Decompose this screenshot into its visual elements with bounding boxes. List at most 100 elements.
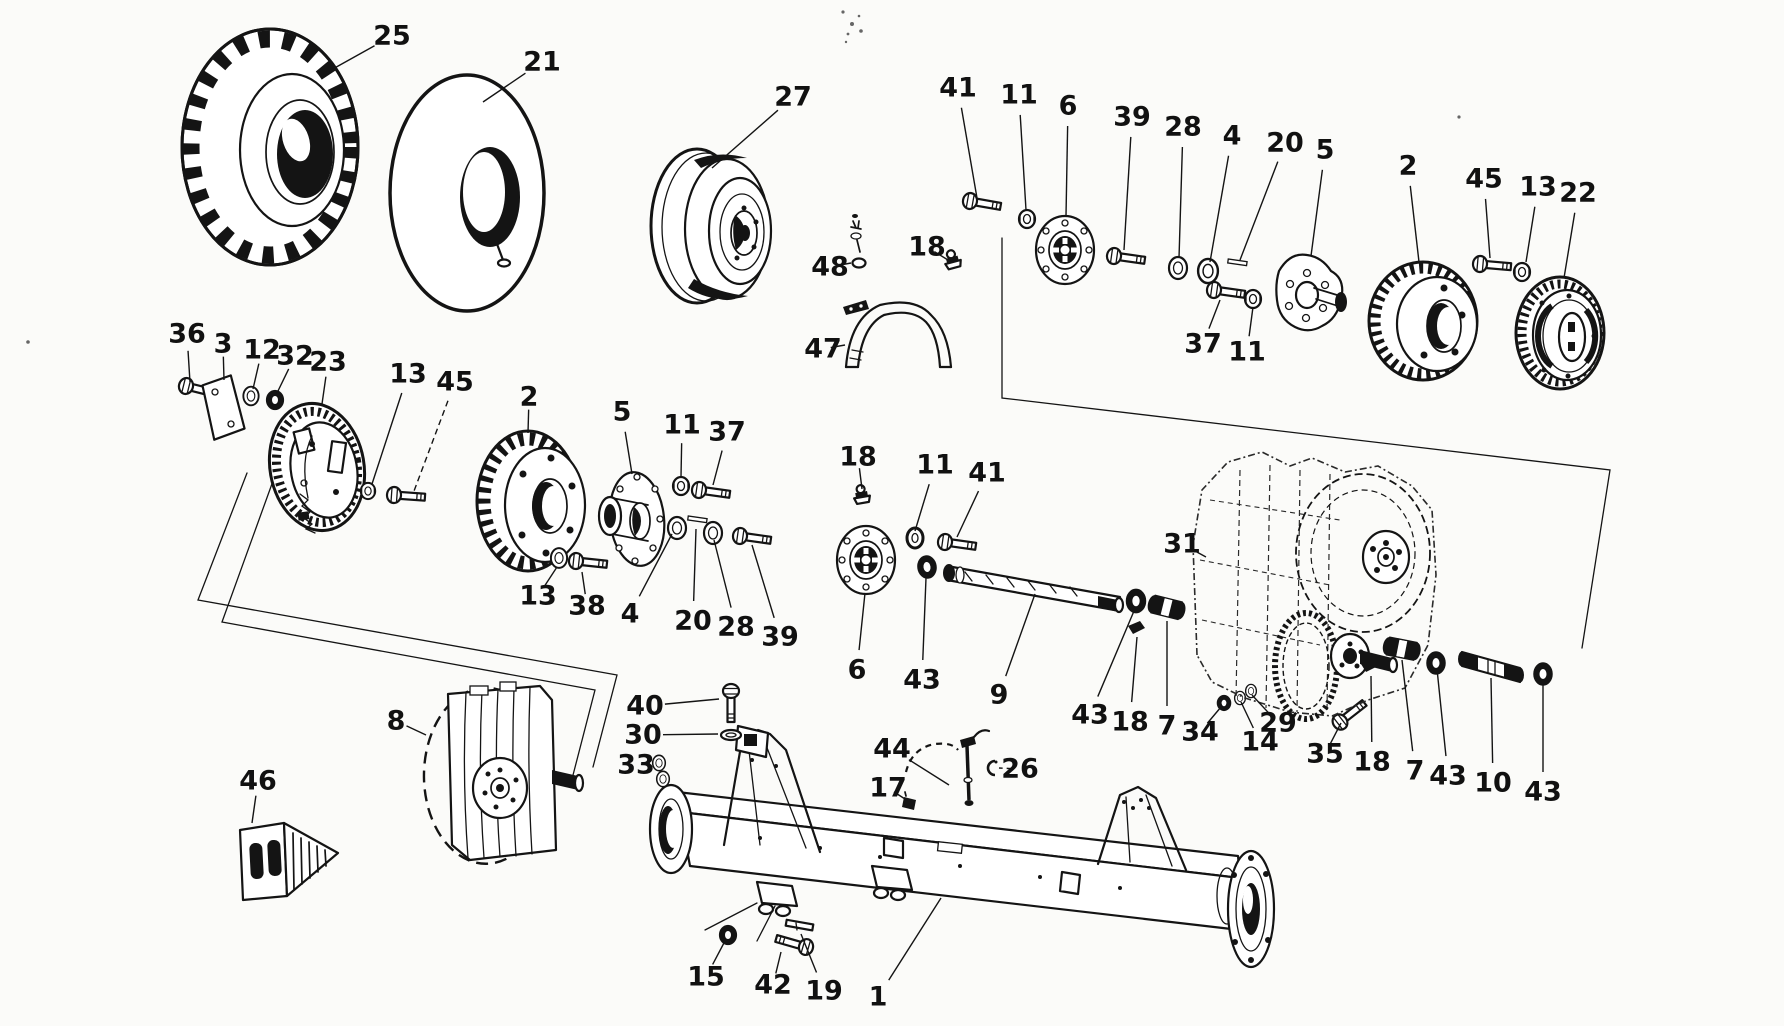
leader-line-45: [1484, 198, 1491, 259]
part-label-18: 18: [1353, 747, 1391, 778]
stud-19: [784, 918, 815, 932]
bolt-45b: [385, 485, 427, 507]
leader-line-25: [321, 45, 375, 76]
part-label-45: 45: [1465, 164, 1503, 195]
leader-line-48: [837, 262, 852, 267]
part-label-28: 28: [1164, 112, 1202, 143]
leader-line-38: [581, 571, 586, 595]
leader-line-26: [998, 767, 1013, 770]
part-label-2: 2: [1399, 151, 1418, 182]
sleeve-7a: [1145, 593, 1188, 622]
part-label-37: 37: [1184, 329, 1222, 360]
leader-line-29: [1251, 694, 1270, 714]
part-label-6: 6: [1059, 91, 1078, 122]
part-label-39: 39: [761, 622, 799, 653]
part-label-18: 18: [839, 442, 877, 473]
leader-line-20: [1239, 161, 1279, 261]
part-label-5: 5: [613, 397, 632, 428]
part-label-11: 11: [916, 450, 954, 481]
leader-line-21: [482, 72, 526, 103]
part-label-9: 9: [990, 680, 1009, 711]
leader-line-12: [252, 363, 260, 390]
part-label-1: 1: [869, 982, 888, 1013]
leader-line-4: [638, 533, 673, 597]
washer-4: [1196, 257, 1220, 285]
leader-line-4: [1209, 155, 1230, 263]
washer-12: [242, 385, 260, 407]
leader-line-37: [1208, 299, 1221, 329]
brake-drum-2b: [475, 429, 587, 573]
part-label-3: 3: [214, 329, 233, 360]
nut-32: [265, 389, 285, 411]
coupling-6b: [835, 524, 897, 596]
leader-line-43: [1097, 610, 1135, 697]
nut-13: [1512, 261, 1532, 283]
seal-43c: [1426, 651, 1446, 675]
part-label-4: 4: [1223, 121, 1242, 152]
leader-line-32: [276, 368, 290, 394]
leader-line-8: [406, 725, 427, 736]
clamp-17: [902, 791, 916, 810]
part-label-8: 8: [387, 706, 406, 737]
part-label-6: 6: [848, 655, 867, 686]
leader-line-17: [893, 791, 906, 800]
bolt-45: [1471, 254, 1513, 276]
part-label-29: 29: [1259, 708, 1297, 739]
leader-line-33: [640, 762, 651, 765]
leader-line-34: [1206, 706, 1222, 724]
fender-bracket-47: [843, 300, 953, 369]
leader-line-9: [1005, 593, 1036, 677]
leader-line-30: [662, 733, 719, 736]
leader-line-35: [1329, 722, 1342, 744]
part-label-15: 15: [687, 962, 725, 993]
washer-28b: [702, 520, 724, 546]
leader-line-13: [1525, 206, 1536, 263]
washer-29: [1244, 683, 1258, 699]
part-label-43: 43: [1524, 777, 1562, 808]
part-label-35: 35: [1306, 739, 1344, 770]
brake-shoe-assembly-23: [267, 401, 367, 534]
part-label-20: 20: [674, 606, 712, 637]
part-label-23: 23: [309, 347, 347, 378]
cover-plate-3: [201, 374, 246, 441]
part-label-41: 41: [968, 458, 1006, 489]
leader-line-42: [775, 951, 782, 974]
leader-line-20: [692, 528, 697, 602]
part-label-38: 38: [568, 591, 606, 622]
leader-line-41: [960, 107, 978, 199]
part-label-19: 19: [805, 976, 843, 1007]
part-label-43: 43: [1071, 700, 1109, 731]
part-label-7: 7: [1158, 711, 1177, 742]
wheel-rim: [649, 147, 773, 305]
leader-line-39: [751, 544, 775, 619]
leader-line-3: [222, 356, 225, 381]
part-label-46: 46: [239, 766, 277, 797]
part-label-32: 32: [276, 341, 314, 372]
leader-line-44: [908, 759, 950, 786]
leader-line-13: [544, 566, 558, 587]
part-label-13: 13: [389, 359, 427, 390]
bolt-40: [721, 682, 741, 724]
ring-11c: [671, 475, 691, 497]
washers-33: [651, 754, 671, 788]
part-label-18: 18: [908, 232, 946, 263]
washer-30: [719, 728, 743, 742]
bolt-37: [1204, 280, 1247, 304]
leader-line-13: [371, 392, 403, 485]
part-label-11: 11: [1228, 337, 1266, 368]
part-label-25: 25: [373, 21, 411, 52]
leader-line-40: [664, 698, 720, 705]
part-label-11: 11: [1000, 80, 1038, 111]
part-label-44: 44: [873, 734, 911, 765]
leader-line-1: [888, 897, 942, 981]
inner-tube: [388, 73, 546, 313]
leader-line-19: [800, 933, 818, 973]
nut-11b: [1243, 288, 1263, 310]
leader-line-37: [712, 450, 723, 486]
seal-43a: [915, 554, 939, 580]
leader-line-11: [914, 483, 930, 532]
bolt-38: [567, 551, 609, 574]
part-label-36: 36: [168, 319, 206, 350]
leader-line-5: [1310, 169, 1324, 257]
